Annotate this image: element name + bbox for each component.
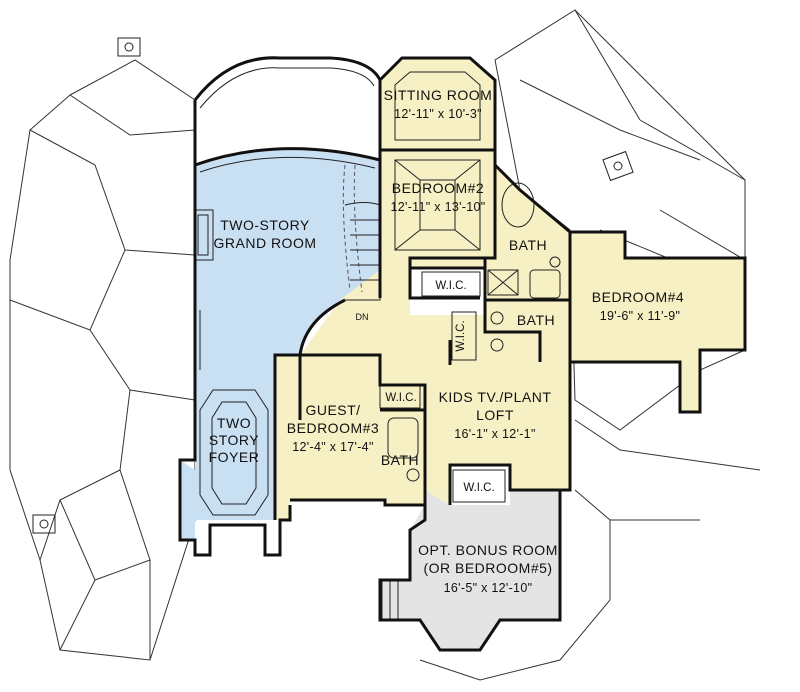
- guest-line1: GUEST/: [305, 402, 360, 418]
- bedroom4-name: BEDROOM#4: [592, 289, 684, 305]
- bath-guest-label: BATH: [381, 452, 419, 468]
- bath-upper-label: BATH: [509, 237, 547, 253]
- loft-fill: [300, 270, 570, 505]
- wic-vertical-label: W.I.C.: [455, 320, 467, 351]
- wic-upper-label: W.I.C.: [435, 280, 466, 292]
- grand-room-line1: TWO-STORY: [220, 217, 310, 233]
- wic-bonus-label: W.I.C.: [463, 482, 494, 494]
- wic-guest-label: W.I.C.: [385, 392, 416, 404]
- guest-dims: 12'-4" x 17'-4": [292, 440, 373, 454]
- bonus-line1: OPT. BONUS ROOM: [418, 542, 558, 558]
- guest-line2: BEDROOM#3: [287, 420, 379, 436]
- bedroom2-dims: 12'-11" x 13'-10": [391, 200, 486, 214]
- grand-room-line2: GRAND ROOM: [214, 235, 317, 251]
- bedroom2-name: BEDROOM#2: [392, 180, 484, 196]
- bedroom4-dims: 19'-6" x 11'-9": [600, 309, 680, 323]
- sitting-room-fill: [380, 58, 495, 150]
- foyer-line2: STORY: [209, 432, 259, 448]
- foyer-line3: FOYER: [209, 449, 260, 465]
- foyer-line1: TWO: [217, 415, 251, 431]
- loft-dims: 16'-1" x 12'-1": [454, 427, 535, 441]
- bonus-dims: 16'-5" x 12'-10": [444, 581, 533, 595]
- guest-bedroom-fill: [275, 355, 425, 520]
- bonus-room-fill: [380, 490, 560, 650]
- room-labels: SITTING ROOM 12'-11" x 10'-3" BEDROOM#2 …: [209, 87, 684, 595]
- sitting-room-dims: 12'-11" x 10'-3": [394, 107, 482, 121]
- bath-mid-label: BATH: [517, 312, 555, 328]
- bedroom4-fill: [570, 232, 745, 412]
- room-fills: [180, 58, 745, 650]
- bonus-line2: (OR BEDROOM#5): [423, 560, 552, 576]
- sitting-room-name: SITTING ROOM: [384, 87, 493, 103]
- detail-lines: [193, 56, 561, 620]
- walls: [178, 56, 747, 652]
- stair-dn-label: DN: [356, 312, 369, 322]
- loft-line1: KIDS TV./PLANT: [439, 389, 552, 405]
- loft-line2: LOFT: [476, 407, 514, 423]
- grand-room-fill: [180, 148, 380, 541]
- bedroom2-fill: [380, 150, 570, 298]
